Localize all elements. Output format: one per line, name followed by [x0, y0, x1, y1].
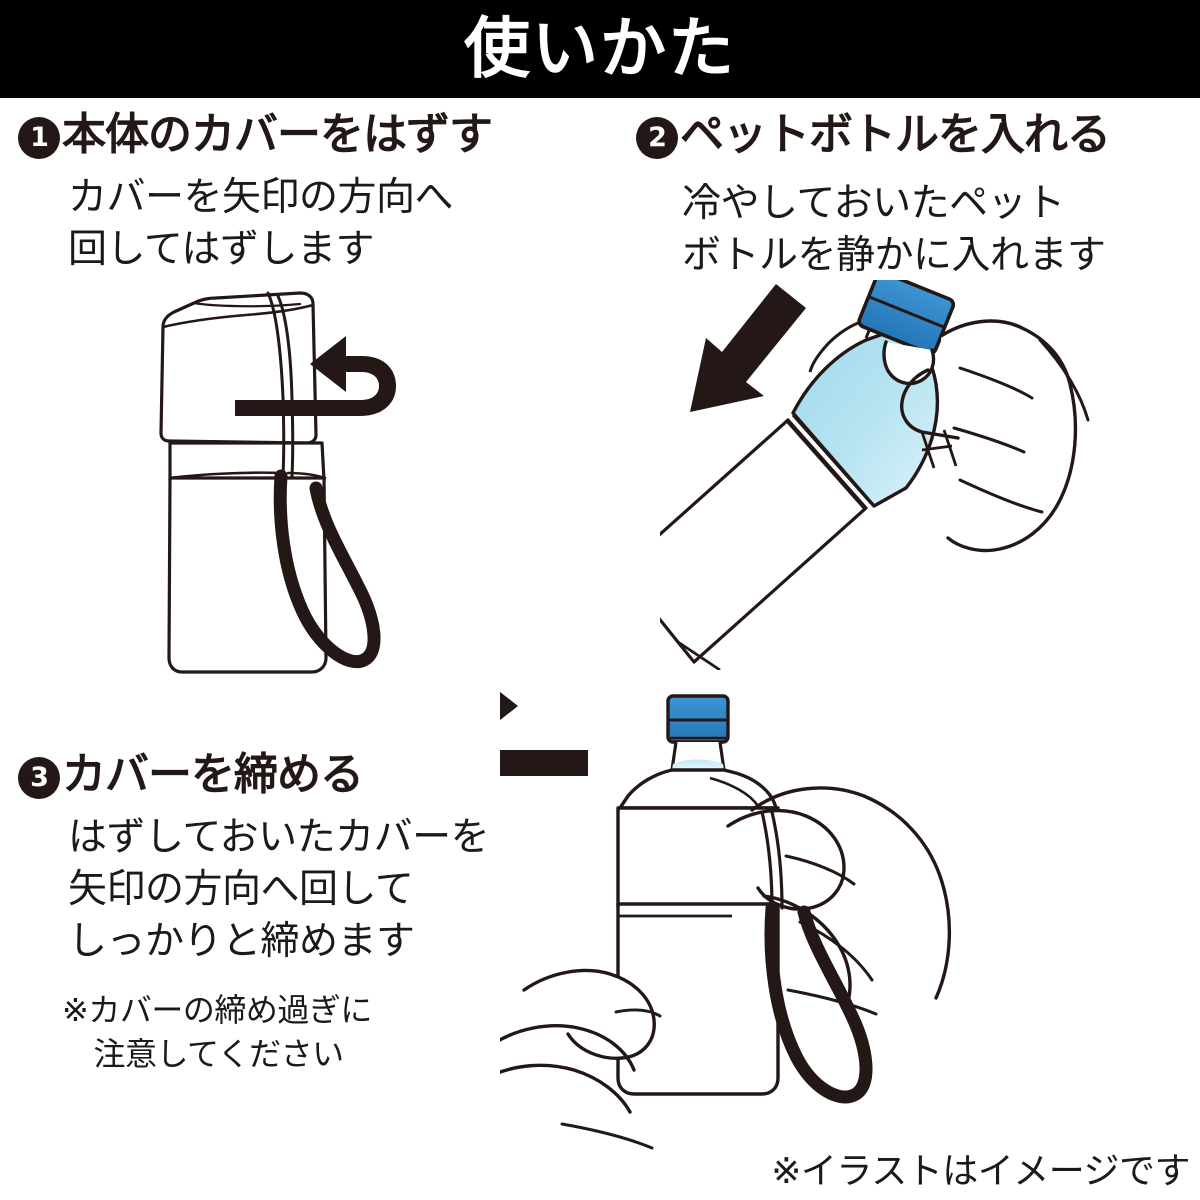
illustration-step-1: [150, 280, 460, 680]
pet-bottle-cap: [857, 280, 956, 356]
illustration-step-2: [660, 280, 1200, 670]
tumbler-body-outline: [167, 476, 328, 674]
hook-arrow-right-icon: [500, 691, 588, 792]
page-title: 使いかた: [464, 10, 736, 87]
strap-loop: [273, 469, 381, 669]
hand-wrist-line: [1038, 338, 1090, 422]
right-hand-finger-line-1: [784, 854, 856, 886]
left-hand-line-1: [614, 1008, 662, 1018]
hand-finger-line-2: [952, 426, 1026, 454]
pet-bottle-shoulder: [808, 321, 859, 373]
tumbler-body-tilted: [660, 418, 868, 664]
tumbler-cover-rim-inner: [192, 301, 302, 308]
cover-shoulder-highlight: [709, 776, 760, 807]
left-hand-index: [522, 968, 656, 1060]
step-1-body: カバーを矢印の方向へ 回してはずします: [68, 175, 454, 272]
tumbler-cover-rim: [161, 303, 315, 329]
step-3-number-badge: 3: [18, 757, 60, 799]
tumbler-body-3: [616, 902, 780, 1096]
hand-finger-line-3: [958, 478, 1044, 514]
right-hand-thumb: [762, 894, 852, 1010]
left-hand-line-2: [560, 1122, 654, 1150]
step-3-note: ※カバーの締め過ぎに 注意してください: [62, 991, 372, 1074]
illustration-step-3: [500, 660, 1060, 1180]
cover-shoulder: [618, 768, 778, 810]
hand-palm: [939, 319, 1078, 553]
illustration-disclaimer: ※イラストはイメージです: [771, 1151, 1190, 1192]
right-hand-index: [726, 808, 846, 911]
tumbler-band-line: [168, 471, 282, 480]
right-hand-palm: [750, 786, 952, 1000]
left-hand-palm: [500, 1024, 636, 1072]
step-2-number-badge: 2: [636, 117, 678, 159]
strap-cord-b-3: [770, 810, 784, 910]
step-1-heading-text: 本体のカバーをはずす: [62, 109, 493, 160]
step-3-heading-text: カバーを締める: [62, 749, 364, 800]
step-1-number-badge: 1: [18, 117, 60, 159]
hand-index-finger: [900, 368, 960, 440]
strap-loop-3: [764, 901, 873, 1104]
step-3-body: はずしておいたカバーを 矢印の方向へ回して しっかりと締めます: [68, 815, 490, 964]
strap-cord-a: [266, 291, 286, 477]
tumbler-lower-line-2: [677, 640, 721, 670]
right-hand-line-3: [786, 988, 878, 1016]
step-2-heading-text: ペットボトルを入れる: [680, 109, 1111, 160]
tumbler-rim-line-1: [784, 419, 866, 509]
hand-finger-line-1: [958, 366, 1034, 400]
left-hand-thumb: [500, 1063, 632, 1114]
strap-cord-a-3: [760, 810, 774, 910]
down-left-arrow-icon: [690, 284, 806, 412]
strap-cord-b: [276, 294, 295, 478]
hook-arrow-left-icon: [235, 336, 396, 416]
pet-bottle-cap-3: [666, 694, 730, 744]
step-2-body: 冷やしておいたペット ボトルを静かに入れます: [682, 181, 1106, 278]
pet-bottle-rib-3: [921, 444, 953, 452]
pet-bottle-neck-liquid: [672, 759, 724, 770]
pet-bottle-rib-2: [942, 429, 958, 467]
header-bar: 使いかた: [0, 0, 1200, 98]
